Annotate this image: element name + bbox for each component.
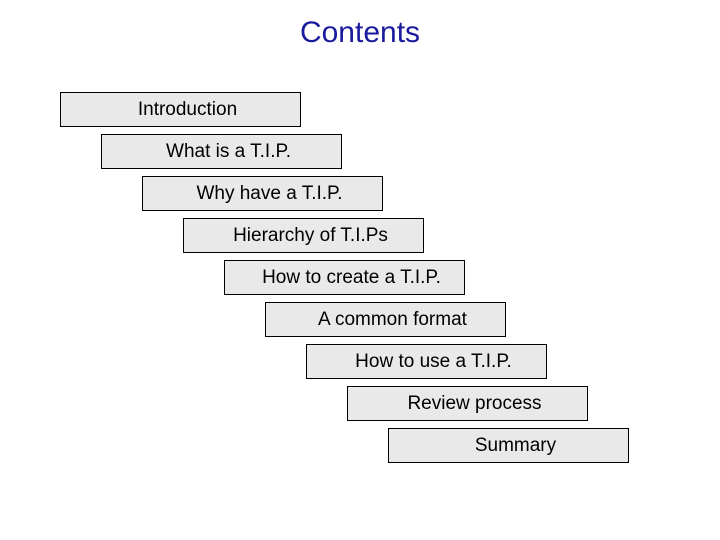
contents-item[interactable]: What is a T.I.P. xyxy=(101,134,342,169)
contents-item-label: How to create a T.I.P. xyxy=(262,266,441,288)
contents-item-label: Introduction xyxy=(137,98,238,120)
contents-item[interactable]: Hierarchy of T.I.Ps xyxy=(183,218,424,253)
contents-item-label: Why have a T.I.P. xyxy=(196,182,343,204)
contents-item-label: Hierarchy of T.I.Ps xyxy=(233,224,388,246)
contents-item-label: What is a T.I.P. xyxy=(166,140,291,162)
contents-item[interactable]: Review process xyxy=(347,386,588,421)
contents-item-label: How to use a T.I.P. xyxy=(355,350,512,372)
page-title: Contents xyxy=(299,16,421,49)
contents-item[interactable]: Summary xyxy=(388,428,629,463)
contents-item-label: A common format xyxy=(318,308,467,330)
contents-item[interactable]: A common format xyxy=(265,302,506,337)
contents-item-label: Review process xyxy=(407,392,542,414)
contents-item[interactable]: Introduction xyxy=(60,92,301,127)
contents-item[interactable]: Why have a T.I.P. xyxy=(142,176,383,211)
contents-item[interactable]: How to create a T.I.P. xyxy=(224,260,465,295)
contents-item-label: Summary xyxy=(474,434,557,456)
contents-item[interactable]: How to use a T.I.P. xyxy=(306,344,547,379)
